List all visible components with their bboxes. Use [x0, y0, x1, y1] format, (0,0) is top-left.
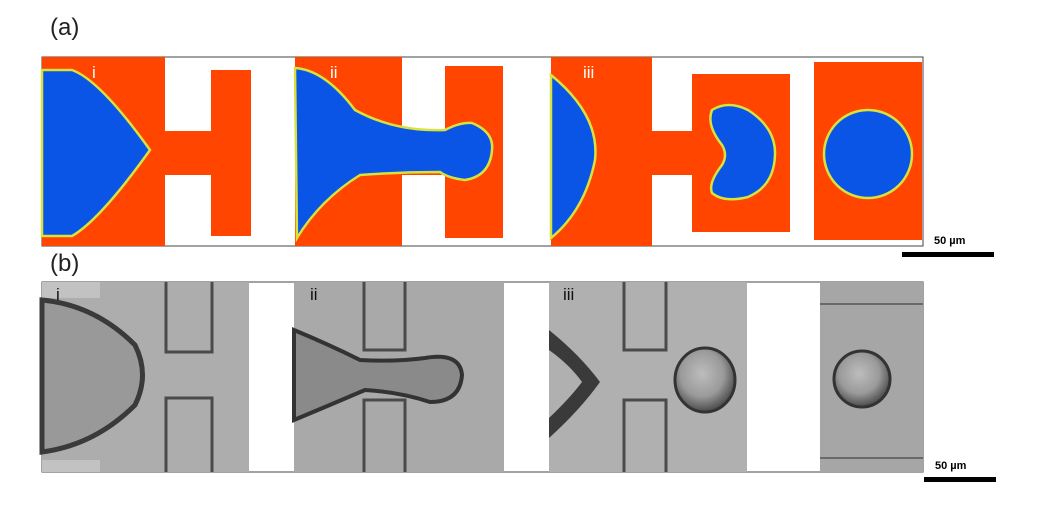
constriction-top-iii — [622, 282, 668, 352]
constriction-top-ii — [362, 282, 407, 352]
scale-label-b: 50 µm — [935, 460, 967, 472]
sim-label-i: i — [92, 63, 96, 82]
droplet-exp-iii — [673, 346, 737, 414]
sim-frame-i: i — [40, 57, 251, 246]
dispersed-finger-exp-i — [39, 297, 145, 455]
constriction-top-i — [164, 282, 214, 354]
exp-label-ii: ii — [310, 285, 318, 304]
scale-bar-b — [924, 477, 996, 482]
panel-a-label: (a) — [50, 14, 80, 41]
exp-label-i: i — [56, 285, 60, 304]
dispersed-neck-ii — [293, 66, 494, 243]
exp-label-iii: iii — [563, 285, 574, 304]
droplet-exp-iv — [832, 349, 892, 409]
panel-b-label: (b) — [50, 250, 80, 277]
channel-wall-bottom-i — [42, 460, 100, 472]
dispersed-finger-i — [40, 68, 152, 238]
sim-frame-iv — [814, 62, 922, 240]
micrograph-iv — [820, 282, 923, 472]
droplet-spherical-iv — [822, 108, 914, 200]
micrograph-ii: ii — [292, 282, 504, 472]
droplet-deformed-iii — [709, 103, 777, 201]
dispersed-neck-exp-ii — [292, 326, 465, 424]
constriction-bottom-i — [164, 396, 214, 472]
constriction-bottom-iii — [622, 398, 668, 472]
scale-bar-a — [902, 252, 994, 257]
retracting-tip-exp-iii — [549, 330, 600, 438]
dispersed-retract-iii — [549, 72, 597, 241]
micrograph-i: i — [39, 282, 249, 472]
micrograph-iii: iii — [549, 282, 747, 472]
constriction-bottom-ii — [362, 398, 407, 472]
sim-label-iii: iii — [583, 63, 594, 82]
panel-b-experiment: i ii iii — [39, 281, 924, 473]
sim-frame-iii: iii — [549, 57, 790, 246]
sim-label-ii: ii — [330, 63, 338, 82]
sim-frame-ii: ii — [293, 57, 503, 246]
panel-a-simulation: i ii iii — [40, 56, 924, 247]
channel-wall-top-i — [42, 282, 100, 298]
scale-label-a: 50 µm — [934, 235, 966, 247]
